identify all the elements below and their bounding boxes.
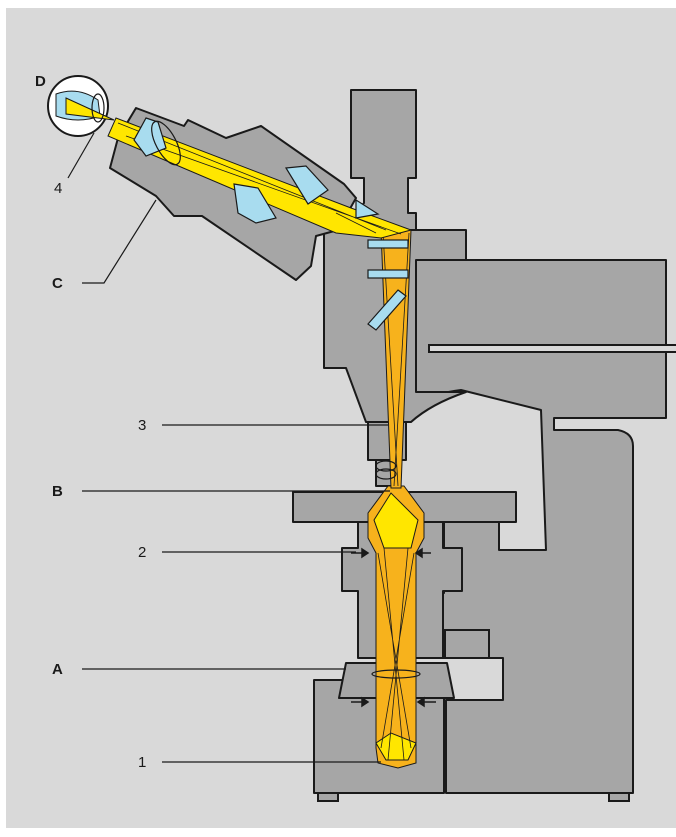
- label-a: A: [52, 661, 63, 678]
- label-3: 3: [138, 417, 146, 434]
- label-4: 4: [54, 180, 62, 197]
- label-d: D: [35, 73, 46, 90]
- label-1: 1: [138, 754, 146, 771]
- leader-lines: [67, 132, 390, 763]
- eye-illustration: [47, 75, 115, 137]
- microscope-diagram: D 4 C 3 B 2 A 1: [6, 8, 676, 828]
- label-c: C: [52, 275, 63, 292]
- diaphragm-markers: [351, 547, 436, 708]
- stand-details: [317, 344, 676, 802]
- label-2: 2: [138, 544, 146, 561]
- optical-elements: [133, 117, 409, 331]
- diagram-canvas: D 4 C 3 B 2 A 1: [6, 8, 676, 828]
- light-beam: [107, 117, 425, 769]
- lenses: [151, 120, 421, 679]
- label-b: B: [52, 483, 63, 500]
